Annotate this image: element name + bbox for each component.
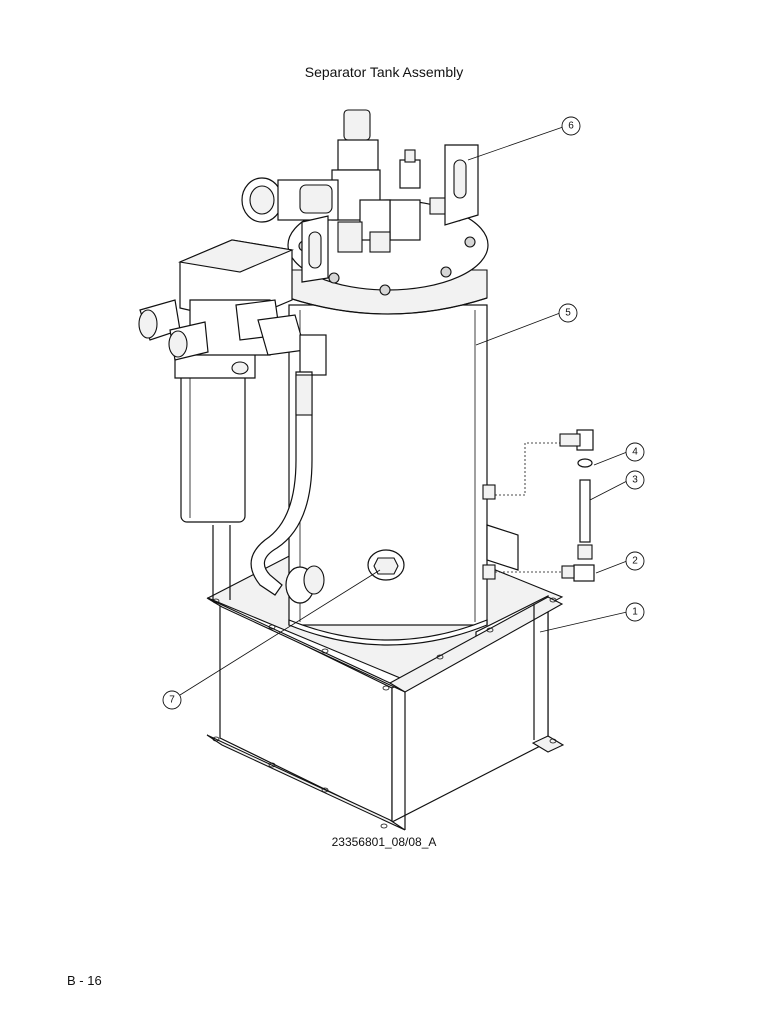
oil-filter (174, 349, 256, 600)
callout-label: 2 (632, 556, 638, 567)
drawing-number: 23356801_08/08_A (331, 835, 437, 849)
callout-label: 3 (632, 475, 638, 486)
callout-label: 1 (632, 607, 638, 618)
callout-4: 4 (625, 442, 645, 462)
callout-5: 5 (558, 303, 578, 323)
sight-glass (495, 429, 595, 582)
valve-cluster (241, 109, 479, 283)
manifold (138, 239, 327, 376)
callout-label: 6 (568, 121, 574, 132)
callout-label: 4 (632, 447, 638, 458)
callout-6: 6 (561, 116, 581, 136)
page-title: Separator Tank Assembly (304, 64, 464, 80)
callout-label: 5 (565, 308, 571, 319)
callout-1: 1 (625, 602, 645, 622)
callout-2: 2 (625, 551, 645, 571)
callout-3: 3 (625, 470, 645, 490)
page-number: B - 16 (67, 973, 102, 988)
leader-lines (179, 126, 628, 696)
hose (250, 371, 325, 604)
callout-7: 7 (162, 690, 182, 710)
callout-label: 7 (169, 695, 175, 706)
